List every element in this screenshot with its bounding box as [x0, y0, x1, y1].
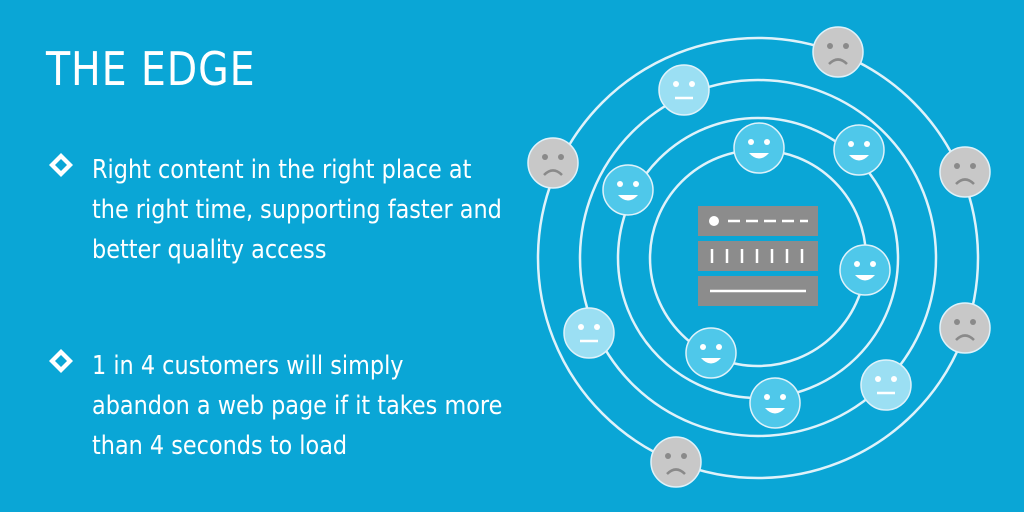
- page-title: THE EDGE: [46, 42, 256, 96]
- bullet-text: 1 in 4 customers will simply abandon a w…: [92, 351, 503, 461]
- happy-face-icon: [749, 377, 801, 429]
- happy-face-icon: [733, 122, 785, 174]
- orbit-ring: [578, 78, 938, 438]
- neutral-face-icon: [563, 307, 615, 359]
- server-icon: [698, 206, 818, 306]
- happy-face-icon: [833, 124, 885, 176]
- happy-face-icon: [602, 164, 654, 216]
- sad-face-icon: [812, 26, 864, 78]
- bullet-list: Right content in the right place at the …: [44, 150, 514, 502]
- happy-face-icon: [685, 327, 737, 379]
- happy-face-icon: [839, 244, 891, 296]
- bullet-item: Right content in the right place at the …: [44, 150, 514, 310]
- diamond-bullet-icon: [49, 349, 73, 373]
- edge-network-diagram: [527, 26, 991, 488]
- sad-face-icon: [939, 146, 991, 198]
- diamond-bullet-icon: [49, 153, 73, 177]
- sad-face-icon: [650, 436, 702, 488]
- faces-layer: [527, 26, 991, 488]
- bullet-item: 1 in 4 customers will simply abandon a w…: [44, 346, 514, 466]
- neutral-face-icon: [658, 64, 710, 116]
- orbit-ring: [536, 36, 980, 480]
- sad-face-icon: [939, 302, 991, 354]
- bullet-text: Right content in the right place at the …: [92, 155, 502, 265]
- neutral-face-icon: [860, 359, 912, 411]
- sad-face-icon: [527, 137, 579, 189]
